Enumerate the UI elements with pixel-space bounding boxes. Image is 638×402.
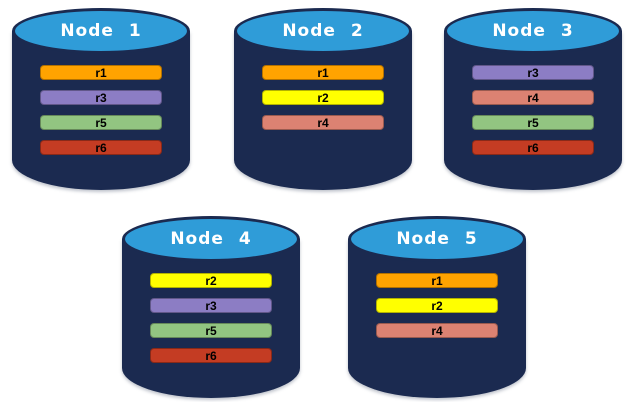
replica-list: r1 r2 r4 (262, 65, 384, 130)
replica-label: r3 (527, 65, 539, 80)
replica-bar-r1: r1 (262, 65, 384, 80)
replica-label: r1 (317, 65, 329, 80)
replica-bar-r3: r3 (40, 90, 162, 105)
replica-label: r4 (431, 323, 443, 338)
cylinder-body (12, 31, 190, 190)
replica-bar-r3: r3 (472, 65, 594, 80)
replica-bar-r6: r6 (40, 140, 162, 155)
cylinder-body (122, 239, 300, 398)
cylinder-top: Node 5 (348, 216, 526, 262)
cylinder-body (234, 31, 412, 190)
replica-label: r1 (431, 273, 443, 288)
replica-list: r3 r4 r5 r6 (472, 65, 594, 155)
cylinder-top: Node 1 (12, 8, 190, 54)
replica-label: r4 (527, 90, 539, 105)
replica-label: r2 (317, 90, 329, 105)
replica-label: r6 (527, 140, 539, 155)
cylinder-body (348, 239, 526, 398)
db-node-node-1: Node 1 r1 r3 r5 r6 (12, 8, 190, 190)
replica-bar-r1: r1 (40, 65, 162, 80)
replica-list: r1 r2 r4 (376, 273, 498, 338)
cylinder-top: Node 4 (122, 216, 300, 262)
replica-bar-r3: r3 (150, 298, 272, 313)
node-title: Node 4 (170, 229, 252, 249)
replica-bar-r2: r2 (376, 298, 498, 313)
replica-label: r5 (205, 323, 217, 338)
replica-bar-r6: r6 (472, 140, 594, 155)
node-title: Node 1 (60, 21, 142, 41)
replica-label: r2 (205, 273, 217, 288)
replica-bar-r5: r5 (472, 115, 594, 130)
db-node-node-2: Node 2 r1 r2 r4 (234, 8, 412, 190)
replica-bar-r4: r4 (376, 323, 498, 338)
replica-bar-r1: r1 (376, 273, 498, 288)
replica-label: r6 (95, 140, 107, 155)
replica-bar-r2: r2 (262, 90, 384, 105)
replica-label: r2 (431, 298, 443, 313)
replica-label: r6 (205, 348, 217, 363)
replica-label: r5 (95, 115, 107, 130)
db-node-node-4: Node 4 r2 r3 r5 r6 (122, 216, 300, 398)
replica-bar-r6: r6 (150, 348, 272, 363)
node-title: Node 5 (396, 229, 478, 249)
replica-list: r2 r3 r5 r6 (150, 273, 272, 363)
cylinder-top: Node 3 (444, 8, 622, 54)
replica-list: r1 r3 r5 r6 (40, 65, 162, 155)
node-title: Node 3 (492, 21, 574, 41)
replica-bar-r5: r5 (40, 115, 162, 130)
cylinder-body (444, 31, 622, 190)
replica-label: r1 (95, 65, 107, 80)
db-node-node-5: Node 5 r1 r2 r4 (348, 216, 526, 398)
replica-bar-r4: r4 (472, 90, 594, 105)
replica-label: r3 (205, 298, 217, 313)
replica-label: r4 (317, 115, 329, 130)
db-node-node-3: Node 3 r3 r4 r5 r6 (444, 8, 622, 190)
replica-bar-r2: r2 (150, 273, 272, 288)
replica-bar-r5: r5 (150, 323, 272, 338)
cylinder-top: Node 2 (234, 8, 412, 54)
replica-label: r5 (527, 115, 539, 130)
replica-bar-r4: r4 (262, 115, 384, 130)
replica-label: r3 (95, 90, 107, 105)
node-title: Node 2 (282, 21, 364, 41)
